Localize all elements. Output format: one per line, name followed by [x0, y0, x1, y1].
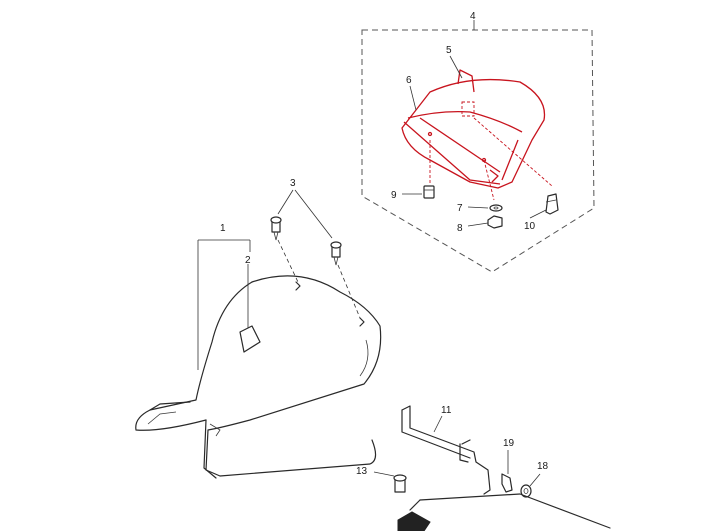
seat-cowl-highlighted[interactable] — [401, 69, 553, 201]
washer-part-7[interactable] — [489, 204, 503, 212]
seat-part-1[interactable] — [135, 275, 382, 479]
callout-7: 7 — [457, 203, 463, 214]
callout-1: 1 — [220, 223, 226, 234]
bolt-part-13[interactable] — [393, 474, 407, 493]
callout-8: 8 — [457, 223, 463, 234]
callout-5: 5 — [446, 45, 452, 56]
assembly-boundary — [361, 29, 595, 273]
callout-9: 9 — [391, 190, 397, 201]
clip-part-19[interactable] — [501, 473, 513, 493]
bottom-panel — [397, 493, 611, 531]
bracket-part-10[interactable] — [545, 193, 559, 215]
callout-10: 10 — [524, 221, 536, 232]
washer-part-18[interactable] — [520, 484, 532, 498]
bolt-part-9[interactable] — [423, 185, 435, 199]
nut-part-8[interactable] — [487, 215, 503, 229]
callout-3: 3 — [290, 178, 296, 189]
rod-part-11[interactable] — [401, 405, 491, 495]
bolt-part-3-left[interactable] — [270, 216, 282, 241]
label-tag-part-2[interactable] — [239, 325, 261, 353]
callout-6: 6 — [406, 75, 412, 86]
callout-18: 18 — [537, 461, 549, 472]
callout-13: 13 — [356, 466, 368, 477]
bolt-part-3-right[interactable] — [330, 241, 342, 266]
callout-11: 11 — [441, 405, 452, 416]
callout-19: 19 — [503, 438, 515, 449]
seat-cowl-assembly-group — [361, 20, 595, 273]
callout-2: 2 — [245, 255, 251, 266]
callout-4: 4 — [470, 11, 476, 22]
